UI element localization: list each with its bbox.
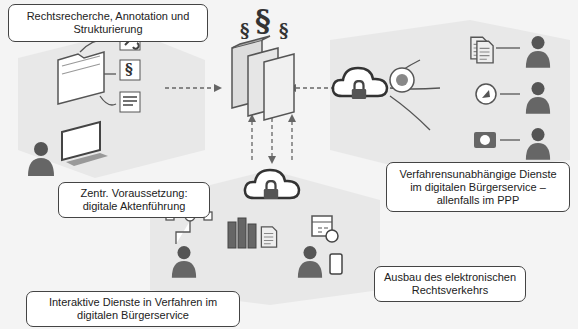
text-box: Zentr. Voraussetzung: digitale Aktenführ… [58, 182, 210, 218]
box-text: Rechtsrecherche, Annotation und Struktur… [15, 10, 201, 36]
text-box: Verfahrensunabhängige Dienste im digital… [386, 162, 570, 212]
paragraph-symbol: § [279, 22, 288, 40]
box-text: Interaktive Dienste in Verfahren im digi… [33, 296, 233, 322]
paragraph-symbol: § [255, 6, 271, 36]
box-text: Ausbau des elektronischen Rechtsverkehrs [381, 271, 519, 297]
text-box: Rechtsrecherche, Annotation und Struktur… [8, 4, 208, 42]
paragraph-symbol: § [240, 22, 249, 40]
box-text: Verfahrensunabhängige Dienste im digital… [393, 168, 563, 207]
text-box: Interaktive Dienste in Verfahren im digi… [26, 291, 240, 327]
text-box: Ausbau des elektronischen Rechtsverkehrs [374, 266, 526, 302]
paragraph-symbol: § [125, 62, 133, 77]
box-text: Zentr. Voraussetzung: digitale Aktenführ… [65, 187, 203, 213]
